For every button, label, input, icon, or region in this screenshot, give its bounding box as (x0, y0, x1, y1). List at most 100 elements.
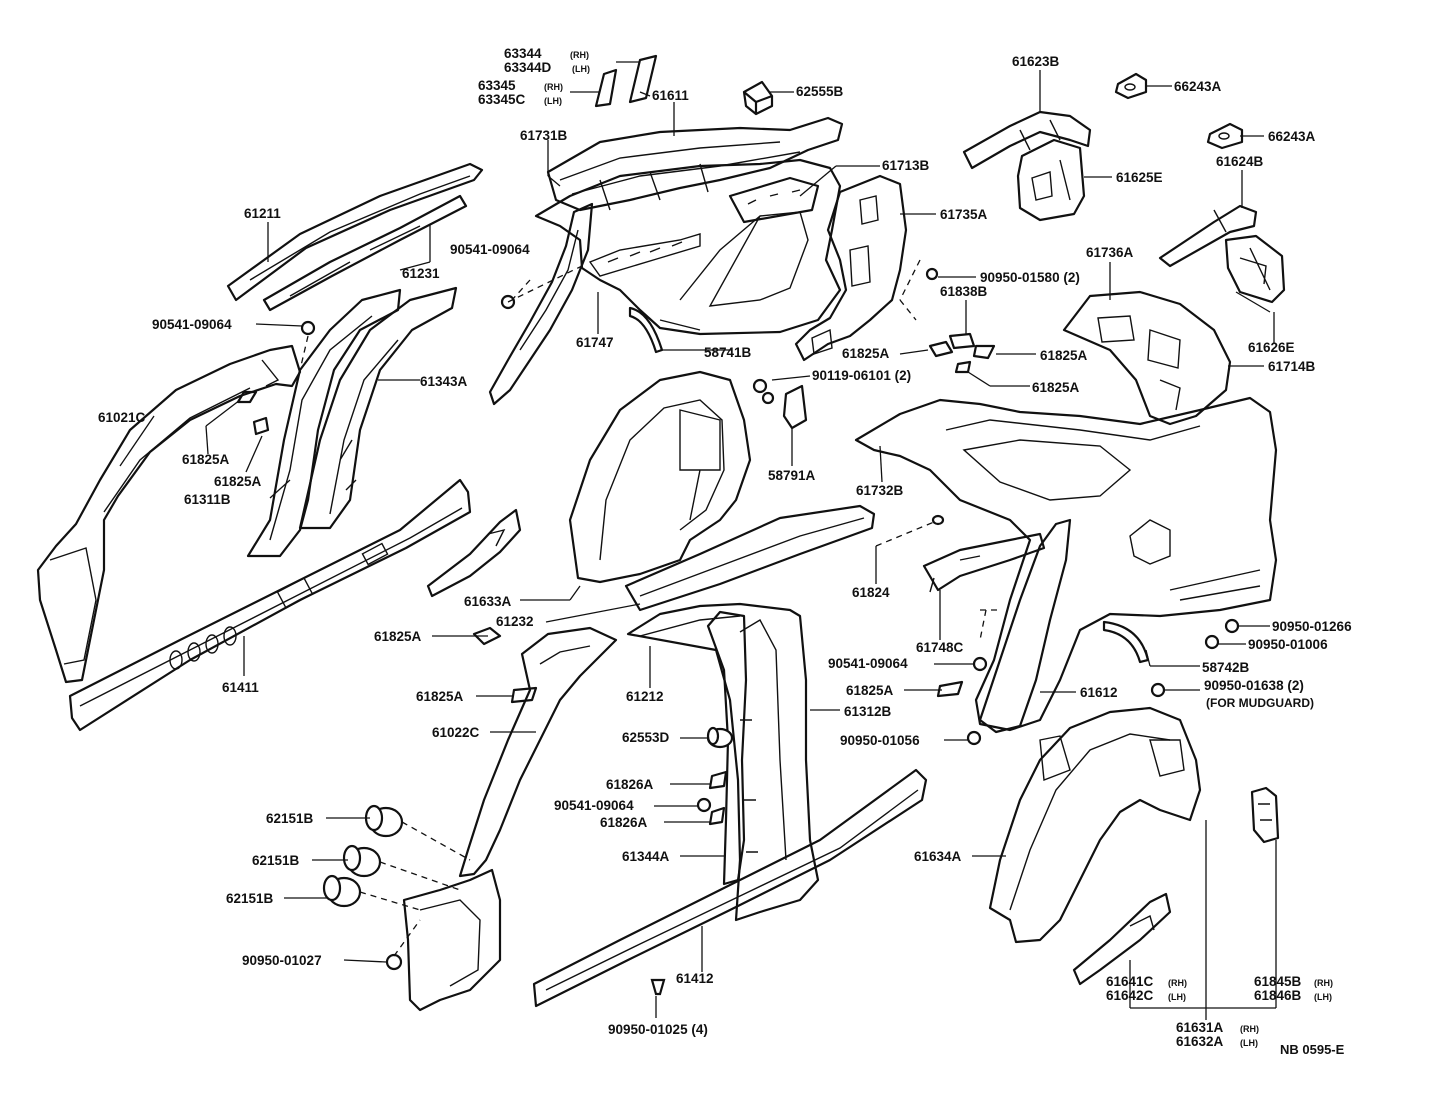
patch-61825a-d (948, 332, 976, 350)
patch-61825a-c (928, 340, 954, 358)
label-63345-rh: (RH) (544, 82, 563, 92)
bolt-90119-06101-icon (752, 378, 775, 405)
label-61634a: 61634A (914, 849, 962, 864)
label-90950-01266: 90950-01266 (1272, 619, 1352, 634)
rocker-holes (169, 542, 389, 670)
block-62555b-part (742, 80, 774, 116)
label-61312b: 61312B (844, 704, 892, 719)
label-90541-09064-b: 90541-09064 (152, 317, 232, 332)
rocker-panel-61412-part (532, 768, 928, 1008)
wheelhouse-outer-61634a-part (988, 706, 1202, 944)
bolt-90541-09064-d-icon (696, 797, 712, 813)
label-63344d: 63344D (504, 60, 552, 75)
clip-90950-01266-icon (1224, 618, 1240, 634)
label-61714b: 61714B (1268, 359, 1316, 374)
bracket-61623b-part (962, 110, 1092, 170)
tab-63345-part (594, 68, 618, 108)
label-61826a-2: 61826A (600, 815, 648, 830)
panel-61626e-part (1224, 234, 1286, 304)
label-61632a: 61632A (1176, 1034, 1224, 1049)
label-90950-01027: 90950-01027 (242, 953, 322, 968)
label-61748c: 61748C (916, 640, 964, 655)
label-61631a: 61631A (1176, 1020, 1224, 1035)
plug-62151b-1-part (364, 804, 404, 838)
label-61713b: 61713B (882, 158, 930, 173)
label-62151b-2: 62151B (252, 853, 300, 868)
label-61642c-lh: (LH) (1168, 992, 1186, 1002)
label-61625e: 61625E (1116, 170, 1163, 185)
bracket-61748c-part (922, 532, 1046, 593)
washer-66243a-1-part (1114, 72, 1148, 100)
label-61633a: 61633A (464, 594, 512, 609)
label-61022c: 61022C (432, 725, 480, 740)
quarter-inner-panel-part (534, 158, 842, 336)
label-61642c: 61642C (1106, 988, 1154, 1003)
pillar-61612-part (978, 518, 1072, 734)
bracket-61641c-part (1072, 892, 1172, 986)
label-90541-09064-d: 90541-09064 (554, 798, 634, 813)
pillar-61344a-part (706, 610, 748, 886)
label-61624b: 61624B (1216, 154, 1264, 169)
label-90119-06101: 90119-06101 (2) (812, 368, 911, 383)
patch-61825a-g (472, 626, 502, 646)
label-63344: 63344 (504, 46, 542, 61)
patch-61826a-a (708, 770, 728, 790)
wheelhouse-center-part (568, 370, 752, 584)
quarter-panel-outer-part (854, 396, 1278, 732)
leader-lines (119, 61, 1277, 1020)
label-61611: 61611 (652, 88, 689, 103)
label-61825a-2: 61825A (1040, 348, 1088, 363)
label-61212: 61212 (626, 689, 664, 704)
label-61825a-4: 61825A (182, 452, 230, 467)
front-pillar-61022c-part (402, 626, 618, 1012)
bracket-61624b-part (1158, 204, 1258, 268)
label-62553d: 62553D (622, 730, 670, 745)
label-62151b-3: 62151B (226, 891, 274, 906)
label-61825a-8: 61825A (846, 683, 894, 698)
roof-rail-61231-part (262, 194, 468, 312)
patch-61825a-h (510, 686, 538, 704)
bracket-61633a-part (426, 508, 522, 598)
label-61747: 61747 (576, 335, 614, 350)
tab-63344-part (628, 54, 658, 104)
label-61411: 61411 (222, 680, 259, 695)
label-90950-01638: 90950-01638 (2) (1204, 678, 1304, 693)
label-61845b-rh: (RH) (1314, 978, 1333, 988)
label-61825a-7: 61825A (416, 689, 464, 704)
label-61845b: 61845B (1254, 974, 1302, 989)
label-61846b-lh: (LH) (1314, 992, 1332, 1002)
center-pillar-61343a-part (298, 286, 458, 530)
label-61626e: 61626E (1248, 340, 1295, 355)
clip-90950-01006-icon (1204, 634, 1220, 650)
label-61232: 61232 (496, 614, 534, 629)
bolt-90541-09064-b-icon (300, 320, 316, 336)
label-61311b: 61311B (184, 492, 231, 507)
washer-66243a-2-part (1206, 122, 1244, 150)
plug-62151b-3-part (322, 874, 362, 908)
label-58742b: 58742B (1202, 660, 1250, 675)
label-61731b: 61731B (520, 128, 568, 143)
label-63345: 63345 (478, 78, 516, 93)
diagram-code: NB 0595-E (1280, 1042, 1345, 1057)
clip-90950-01580-icon (925, 267, 939, 281)
clip-90950-01056-icon (966, 730, 982, 746)
arc-58741b-part (628, 306, 664, 354)
label-61021c: 61021C (98, 410, 146, 425)
bracket-58791a-part (782, 384, 808, 430)
label-61344a: 61344A (622, 849, 670, 864)
label-66243a-2: 66243A (1268, 129, 1316, 144)
clip-90950-01027-icon (385, 953, 403, 971)
label-63344d-lh: (LH) (572, 64, 590, 74)
plug-62151b-2-part (342, 844, 382, 878)
label-90950-01580: 90950-01580 (2) (980, 270, 1080, 285)
label-61632a-lh: (LH) (1240, 1038, 1258, 1048)
roof-side-rail-part (546, 116, 844, 212)
label-61343a: 61343A (420, 374, 468, 389)
plug-62553d-part (706, 726, 734, 749)
arc-58742b-part (1102, 620, 1150, 664)
label-61231: 61231 (402, 266, 440, 281)
clip-90950-01025-icon (650, 978, 666, 996)
roof-rail-61211-part (226, 162, 484, 302)
pillar-61747-part (488, 202, 594, 406)
